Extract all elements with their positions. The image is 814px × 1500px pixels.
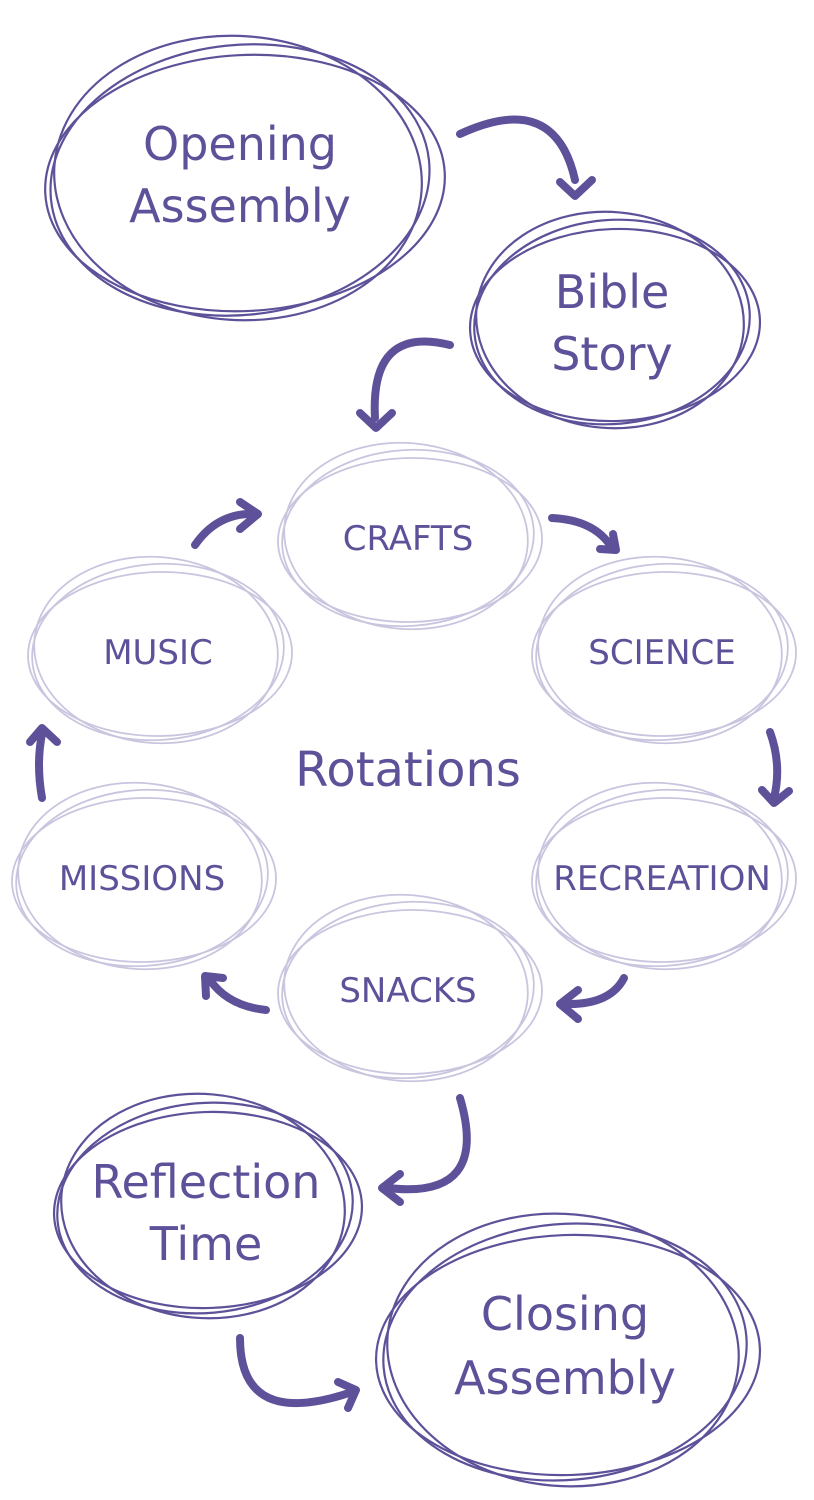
arrow-snacks-to-reflection: [378, 1094, 471, 1206]
reflection-time-label-line2: Time: [149, 1217, 263, 1271]
stage-bible-story: Bible Story: [468, 210, 762, 430]
arrow-reflection-to-closing: [236, 1334, 360, 1412]
stage-closing-assembly: Closing Assembly: [374, 1212, 762, 1488]
arrow-music-to-crafts: [191, 498, 262, 549]
station-science: SCIENCE: [531, 555, 797, 745]
arrow-crafts-to-science: [548, 514, 620, 554]
arrow-missions-to-music: [26, 724, 61, 802]
station-snacks: SNACKS: [277, 893, 543, 1083]
opening-assembly-label-line1: Opening: [143, 117, 337, 171]
music-label: MUSIC: [103, 633, 213, 673]
science-label: SCIENCE: [588, 633, 736, 673]
flow-arrows: [26, 115, 793, 1412]
snacks-label: SNACKS: [339, 971, 476, 1011]
crafts-label: CRAFTS: [343, 519, 474, 559]
station-music: MUSIC: [27, 555, 293, 745]
reflection-time-label-line1: Reflection: [92, 1155, 321, 1209]
opening-assembly-label-line2: Assembly: [129, 179, 351, 233]
arrow-bible-to-crafts: [356, 337, 454, 432]
rotations-label: Rotations: [295, 742, 521, 798]
arrow-opening-to-bible: [456, 115, 596, 200]
stage-opening-assembly: Opening Assembly: [44, 34, 446, 322]
station-missions: MISSIONS: [11, 781, 277, 971]
arrow-recreation-to-snacks: [556, 974, 628, 1023]
closing-assembly-label-line2: Assembly: [454, 1351, 676, 1405]
bible-story-label-line2: Story: [551, 327, 673, 381]
missions-label: MISSIONS: [59, 859, 225, 899]
stage-reflection-time: Reflection Time: [52, 1092, 364, 1320]
closing-assembly-label-line1: Closing: [481, 1287, 649, 1341]
arrow-science-to-recreation: [758, 728, 793, 807]
station-crafts: CRAFTS: [277, 441, 543, 631]
bible-story-label-line1: Bible: [555, 265, 670, 319]
station-recreation: RECREATION: [531, 781, 797, 971]
recreation-label: RECREATION: [553, 859, 771, 899]
arrow-snacks-to-missions: [201, 972, 270, 1014]
